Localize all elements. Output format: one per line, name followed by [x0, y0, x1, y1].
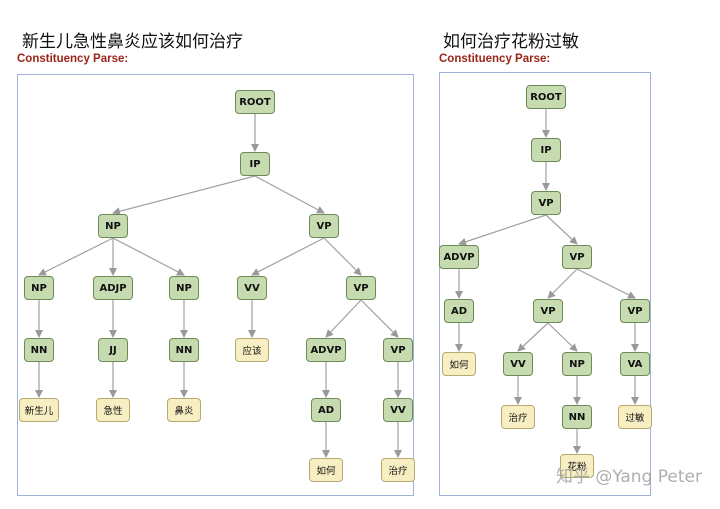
tree-0-node-vp2: VP	[383, 338, 413, 362]
tree-0-node-nn1: NN	[24, 338, 54, 362]
tree-0-node-np0: NP	[98, 214, 128, 238]
tree-1-node-nn: NN	[562, 405, 592, 429]
tree-0-node-w-xinshenger: 新生儿	[19, 398, 59, 422]
tree-0-node-w-biyan: 鼻炎	[167, 398, 201, 422]
right-tree-title: 如何治疗花粉过敏	[443, 32, 579, 52]
tree-0-node-np1: NP	[24, 276, 54, 300]
tree-1-node-vp0: VP	[531, 191, 561, 215]
tree-0-node-vp0: VP	[309, 214, 339, 238]
tree-0-node-w-jixing: 急性	[96, 398, 130, 422]
tree-1-node-vp1: VP	[562, 245, 592, 269]
watermark: 知乎 @Yang Peter	[555, 467, 702, 487]
tree-0-node-nn2: NN	[169, 338, 199, 362]
tree-1-node-w-guomin: 过敏	[618, 405, 652, 429]
tree-0-node-jj: JJ	[98, 338, 128, 362]
tree-1-node-vv: VV	[503, 352, 533, 376]
tree-1-node-vp2: VP	[533, 299, 563, 323]
tree-0-node-w-zhiliao: 治疗	[381, 458, 415, 482]
tree-0-node-vp1: VP	[346, 276, 376, 300]
tree-1-node-np: NP	[562, 352, 592, 376]
tree-1-node-w-ruhe: 如何	[442, 352, 476, 376]
tree-0-node-np2: NP	[169, 276, 199, 300]
right-tree-panel	[439, 72, 651, 496]
tree-0-node-w-ruhe: 如何	[309, 458, 343, 482]
right-tree-subtitle: Constituency Parse:	[439, 53, 551, 65]
tree-1-node-va: VA	[620, 352, 650, 376]
tree-1-node-root: ROOT	[526, 85, 566, 109]
tree-1-node-w-huafen: 花粉	[560, 454, 594, 478]
tree-0-node-vv1: VV	[383, 398, 413, 422]
tree-0-node-ad: AD	[311, 398, 341, 422]
tree-0-node-w-yinggai: 应该	[235, 338, 269, 362]
tree-1-node-w-zhiliao: 治疗	[501, 405, 535, 429]
left-tree-title: 新生儿急性鼻炎应该如何治疗	[22, 32, 243, 52]
tree-1-node-ad: AD	[444, 299, 474, 323]
tree-0-node-advp: ADVP	[306, 338, 346, 362]
tree-1-node-ip: IP	[531, 138, 561, 162]
left-tree-subtitle: Constituency Parse:	[17, 53, 129, 65]
tree-0-node-adjp: ADJP	[93, 276, 133, 300]
tree-0-node-vv0: VV	[237, 276, 267, 300]
tree-0-node-root: ROOT	[235, 90, 275, 114]
tree-1-node-vp3: VP	[620, 299, 650, 323]
tree-1-node-advp: ADVP	[439, 245, 479, 269]
tree-0-node-ip: IP	[240, 152, 270, 176]
